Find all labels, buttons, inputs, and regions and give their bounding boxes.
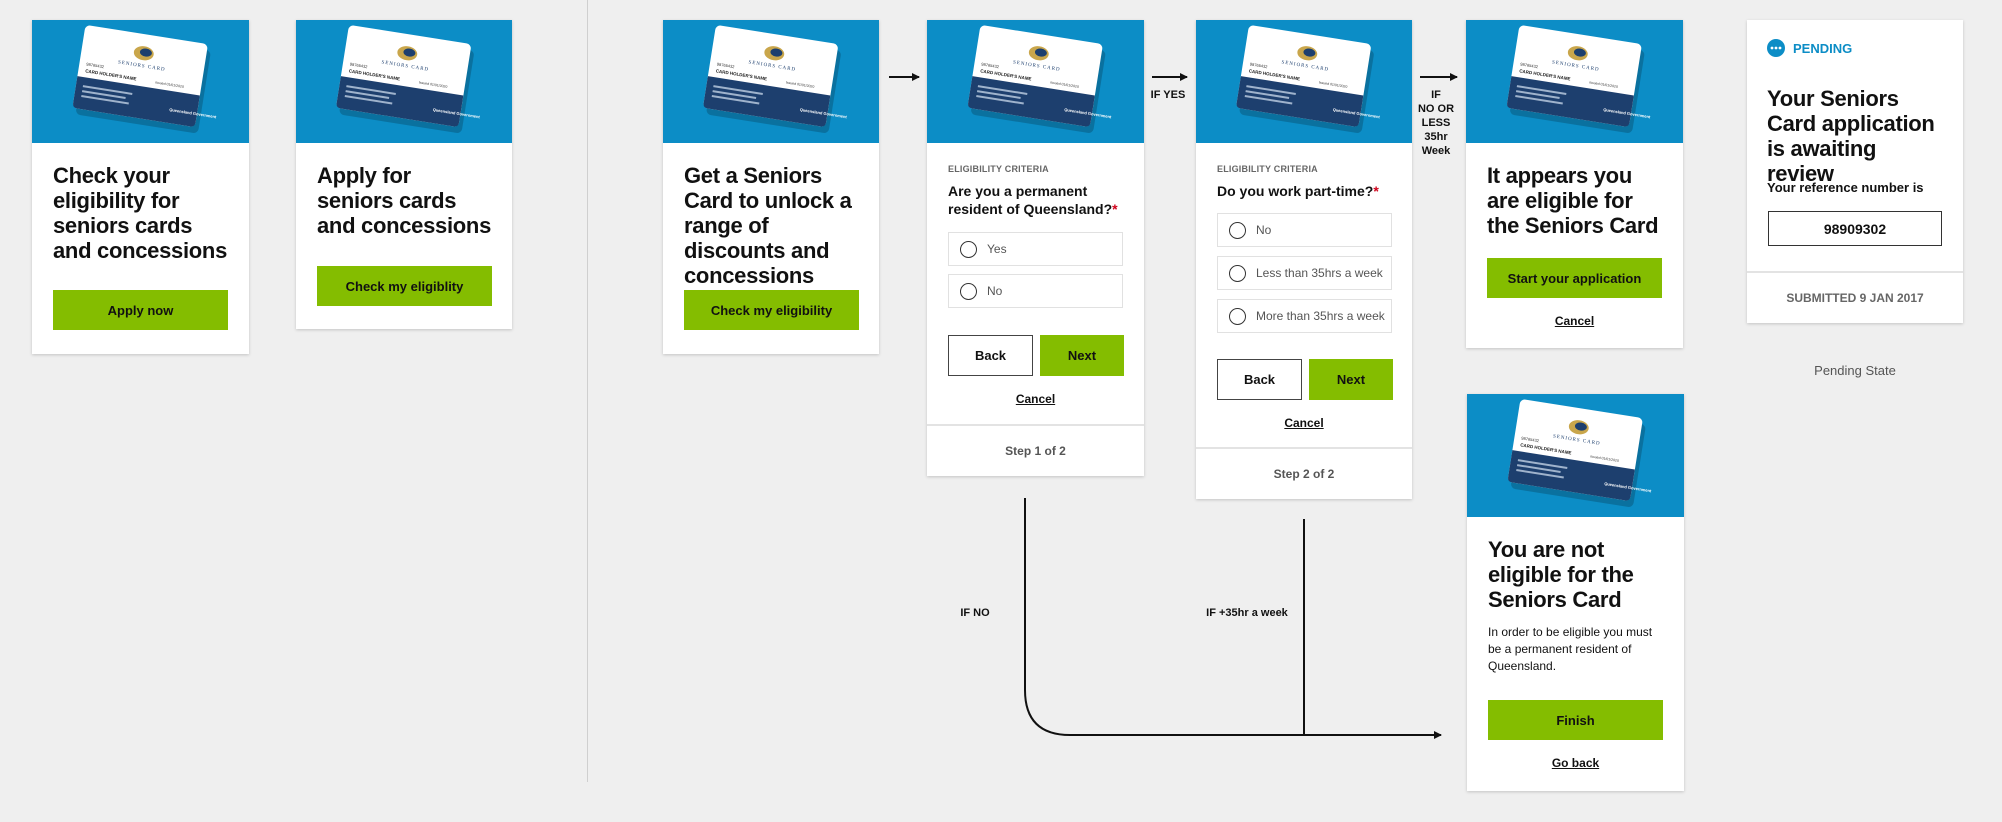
radio-icon[interactable] — [1229, 307, 1246, 325]
cancel-link[interactable]: Cancel — [1554, 314, 1595, 328]
check-eligibility-button[interactable]: Check my eligiblity — [317, 266, 492, 306]
label-line: 35hr — [1424, 131, 1448, 143]
question-text: Do you work part-time?* — [1217, 182, 1402, 200]
radio-icon[interactable] — [960, 240, 977, 258]
option-yes[interactable]: Yes — [948, 232, 1123, 266]
card-title: It appears you are eligible for the Seni… — [1487, 163, 1659, 238]
required-marker: * — [1373, 183, 1379, 199]
option-more-35[interactable]: More than 35hrs a week — [1217, 299, 1392, 333]
card-issued-text: Issued 01/01/2020 — [1589, 80, 1618, 88]
option-label: More than 35hrs a week — [1256, 309, 1385, 323]
card-number-text: 98765432 — [1250, 61, 1269, 69]
pending-card: PENDING Your Seniors Card application is… — [1747, 20, 1963, 323]
next-button[interactable]: Next — [1040, 335, 1124, 376]
pending-label: PENDING — [1793, 40, 1853, 56]
reference-number: 98909302 — [1768, 211, 1942, 246]
finish-button[interactable]: Finish — [1488, 700, 1663, 740]
card-title: Apply for seniors cards and concessions — [317, 163, 492, 238]
back-button[interactable]: Back — [1217, 359, 1302, 400]
go-back-link[interactable]: Go back — [1551, 756, 1600, 770]
question-text: Are you a permanent resident of Queensla… — [948, 182, 1133, 218]
eligibility-criteria-label: ELIGIBILITY CRITERIA — [948, 164, 1049, 174]
label-line: LESS — [1421, 117, 1451, 129]
card-number-text: 98765432 — [350, 61, 369, 69]
label-line: IF — [1431, 89, 1441, 101]
card-title: Check your eligibility for seniors cards… — [53, 163, 228, 263]
card-issued-text: Issued 01/01/2020 — [1050, 80, 1079, 88]
submitted-footer: SUBMITTED 9 JAN 2017 — [1747, 271, 1963, 323]
reference-label: Your reference number is — [1767, 180, 1924, 195]
card-title: You are not eligible for the Seniors Car… — [1488, 537, 1634, 612]
option-no[interactable]: No — [1217, 213, 1392, 247]
section-divider — [587, 0, 588, 782]
if-no-or-less-label: IF NO OR LESS 35hr Week — [1413, 88, 1459, 158]
radio-icon[interactable] — [1229, 264, 1246, 282]
card-number-text: 98765432 — [1520, 61, 1539, 69]
option-label: Less than 35hrs a week — [1256, 266, 1383, 280]
question-label: Are you a permanent resident of Queensla… — [948, 183, 1113, 217]
card-issued-text: Issued 01/01/2020 — [1590, 454, 1619, 462]
card-number-text: 98765432 — [86, 61, 105, 69]
card-body-text: In order to be eligible you must be a pe… — [1488, 625, 1653, 673]
radio-icon[interactable] — [960, 282, 977, 300]
next-button[interactable]: Next — [1309, 359, 1393, 400]
pending-status: PENDING — [1767, 39, 1852, 57]
card-issued-text: Issued 01/01/2020 — [419, 80, 448, 88]
pending-title: Your Seniors Card application is awaitin… — [1767, 86, 1935, 186]
card-number-text: 98765432 — [717, 61, 736, 69]
pending-state-caption: Pending State — [1814, 363, 1896, 378]
option-less-35[interactable]: Less than 35hrs a week — [1217, 256, 1392, 290]
if-no-label: IF NO — [960, 607, 990, 619]
label-line: NO OR — [1417, 103, 1455, 115]
check-my-eligibility-button[interactable]: Check my eligibility — [684, 290, 859, 330]
apply-now-button[interactable]: Apply now — [53, 290, 228, 330]
label-line: Week — [1421, 145, 1451, 157]
step-indicator: Step 2 of 2 — [1196, 447, 1412, 499]
option-label: No — [987, 284, 1003, 298]
option-no[interactable]: No — [948, 274, 1123, 308]
card-title: Get a Seniors Card to unlock a range of … — [684, 163, 852, 288]
step-indicator: Step 1 of 2 — [927, 424, 1144, 476]
card-issued-text: Issued 01/01/2020 — [155, 80, 184, 88]
if-yes-label: IF YES — [1150, 89, 1186, 101]
card-number-text: 98765432 — [981, 61, 1000, 69]
card-number-text: 98765432 — [1521, 435, 1540, 443]
cancel-link[interactable]: Cancel — [1284, 416, 1324, 430]
required-marker: * — [1112, 201, 1118, 217]
card-issued-text: Issued 01/01/2020 — [786, 80, 815, 88]
cancel-link[interactable]: Cancel — [1015, 392, 1056, 406]
option-label: Yes — [987, 242, 1007, 256]
radio-icon[interactable] — [1229, 221, 1246, 239]
pending-dots-icon — [1767, 39, 1785, 57]
start-application-button[interactable]: Start your application — [1487, 258, 1662, 298]
question-label: Do you work part-time? — [1217, 183, 1374, 199]
back-button[interactable]: Back — [948, 335, 1033, 376]
if-35hr-label: IF +35hr a week — [1206, 607, 1288, 619]
card-issued-text: Issued 01/01/2020 — [1319, 80, 1348, 88]
option-label: No — [1256, 223, 1272, 237]
eligibility-criteria-label: ELIGIBILITY CRITERIA — [1217, 164, 1318, 174]
